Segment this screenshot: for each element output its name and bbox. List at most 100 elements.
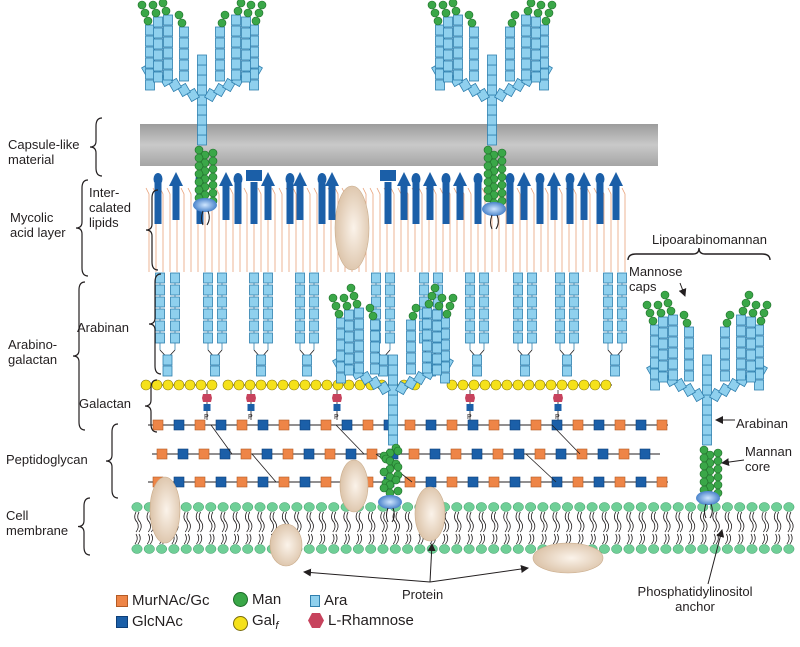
brace bbox=[89, 117, 103, 177]
arabinose-unit bbox=[668, 358, 678, 370]
proteins bbox=[149, 185, 604, 574]
mannose-unit bbox=[137, 0, 147, 10]
glcnac-unit bbox=[635, 419, 647, 431]
mycolic-acid-chain bbox=[442, 182, 450, 224]
phospholipid-head bbox=[586, 502, 598, 512]
arabinose-unit bbox=[746, 338, 756, 350]
phospholipid-head bbox=[156, 544, 168, 554]
annotation-arrow bbox=[721, 458, 745, 467]
arabinose-unit bbox=[153, 49, 163, 61]
arabinose-unit bbox=[684, 370, 694, 382]
arabinose-unit bbox=[465, 296, 475, 308]
arabinose-unit bbox=[263, 320, 273, 332]
arabinose-unit bbox=[388, 404, 398, 416]
lipid-tail bbox=[503, 511, 511, 533]
label-galactan: Galactan bbox=[79, 396, 132, 411]
arabinose-unit bbox=[736, 325, 746, 337]
lipid-tail bbox=[552, 511, 560, 533]
legend-label: L-Rhamnose bbox=[328, 612, 414, 629]
lipid-tail bbox=[577, 533, 584, 545]
protein bbox=[269, 523, 303, 567]
lipoarabinomannan-molecules bbox=[137, 0, 772, 523]
brace bbox=[105, 423, 119, 499]
arabinose-unit bbox=[354, 318, 364, 330]
arabinose-unit bbox=[203, 320, 213, 332]
arabinose-unit bbox=[163, 25, 173, 37]
murnac-unit bbox=[618, 448, 630, 460]
mannose-unit bbox=[352, 299, 362, 309]
galactofuranose-unit bbox=[468, 379, 480, 391]
phosphate-label: P bbox=[248, 414, 253, 421]
green-circle-icon bbox=[233, 592, 248, 607]
arabinose-unit bbox=[163, 47, 173, 59]
glcnac-unit bbox=[257, 476, 269, 488]
lipid-tail bbox=[183, 511, 191, 533]
phospholipid-head bbox=[537, 502, 549, 512]
arabinose-unit bbox=[432, 309, 442, 321]
glcnac-unit bbox=[345, 448, 357, 460]
glcnac-unit bbox=[215, 476, 227, 488]
arabinose-unit bbox=[505, 37, 515, 49]
phosphatidylinositol-anchor bbox=[378, 495, 402, 509]
arabinose-unit bbox=[197, 114, 207, 126]
murnac-unit bbox=[324, 448, 336, 460]
arabinose-unit bbox=[617, 272, 627, 284]
lipid-tail bbox=[589, 511, 597, 533]
arabinose-unit bbox=[217, 332, 227, 344]
legend-item-man: Man bbox=[233, 591, 281, 608]
anchor-lipid-tail bbox=[201, 210, 210, 226]
arabinose-unit bbox=[469, 70, 479, 82]
glcnac-unit bbox=[551, 419, 563, 431]
arabinose-unit bbox=[702, 364, 712, 376]
mycolic-acid-chain bbox=[506, 182, 514, 224]
arabinose-unit bbox=[344, 320, 354, 332]
anchor-lipid-tail bbox=[386, 507, 395, 523]
mycolic-head-triangle bbox=[325, 172, 339, 186]
phospholipid-head bbox=[734, 502, 746, 512]
mannose-unit bbox=[346, 283, 356, 293]
arabinose-unit bbox=[344, 353, 354, 365]
mannose-unit bbox=[666, 306, 676, 316]
arabinose-unit bbox=[736, 314, 746, 326]
lipid-tail bbox=[380, 511, 388, 533]
arabinose-unit bbox=[513, 332, 523, 344]
galactofuranose-unit bbox=[479, 379, 491, 391]
lipid-tail bbox=[602, 533, 609, 545]
arabinose-unit bbox=[617, 308, 627, 320]
lipid-tail bbox=[761, 533, 768, 545]
arabinose-unit bbox=[370, 341, 380, 353]
mannose-unit bbox=[151, 8, 161, 18]
mycolic-acid-chain bbox=[412, 182, 420, 224]
arabinose-unit bbox=[249, 284, 259, 296]
arabinose-unit bbox=[443, 16, 453, 28]
arabinose-unit bbox=[210, 365, 220, 377]
lipid-tail bbox=[146, 533, 153, 545]
arabinose-unit bbox=[443, 71, 453, 83]
arabinose-unit bbox=[256, 365, 266, 377]
arabinose-unit bbox=[388, 434, 398, 446]
arabinose-unit bbox=[658, 371, 668, 383]
mycolic-acid-chain bbox=[328, 182, 336, 220]
arabinose-unit bbox=[309, 296, 319, 308]
arabinose-unit bbox=[479, 284, 489, 296]
phospholipid-head bbox=[463, 544, 475, 554]
phospholipid-head bbox=[660, 502, 672, 512]
rhamnose-unit bbox=[465, 394, 475, 402]
arabinose-unit bbox=[295, 320, 305, 332]
mannose-unit bbox=[541, 16, 551, 26]
phospholipid-head bbox=[316, 544, 327, 554]
lipid-tail bbox=[712, 533, 719, 545]
phosphate-label: P bbox=[334, 414, 339, 421]
galactofuranose-unit bbox=[310, 379, 322, 391]
arabinan-tree bbox=[642, 290, 772, 446]
arabinose-unit bbox=[309, 284, 319, 296]
glcnac-unit bbox=[425, 419, 437, 431]
arabinose-unit bbox=[746, 316, 756, 328]
arabinose-unit bbox=[197, 64, 207, 76]
arabinose-unit bbox=[453, 58, 463, 70]
mycolic-acid-chain bbox=[384, 182, 392, 224]
phospholipid-head bbox=[451, 544, 463, 554]
arabinose-unit bbox=[746, 360, 756, 372]
phospholipid-head bbox=[168, 544, 180, 554]
mannose-unit bbox=[379, 483, 389, 493]
